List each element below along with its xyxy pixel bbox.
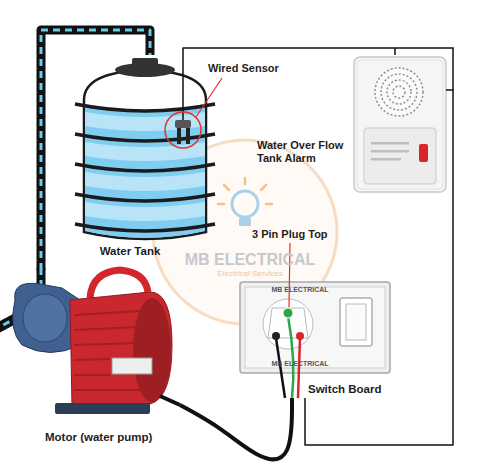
motor-end-cap (133, 298, 171, 402)
switch-plate (240, 282, 390, 373)
brand-print: MB ELECTRICAL (240, 360, 360, 368)
motor-fin (74, 343, 140, 345)
motor-fin (74, 389, 140, 391)
bulb-ray (266, 203, 272, 206)
water-pump-motor: Motor (water pump) (5, 270, 180, 450)
earth-wire (276, 338, 285, 398)
overflow-alarm: Water Over Flow Tank Alarm (255, 55, 446, 195)
bulb-ray (218, 203, 224, 206)
bulb-base (239, 218, 251, 226)
leader-line (196, 78, 222, 117)
bulb-ray (261, 185, 266, 190)
panel-print (371, 142, 409, 145)
tank-rib (75, 194, 215, 201)
plug-pin (283, 308, 293, 318)
water-pump-drawing (0, 268, 180, 414)
motor-fin (74, 374, 110, 376)
plug-pin (296, 332, 304, 340)
motor-fins (74, 311, 140, 390)
sensor-prong (177, 128, 181, 144)
alarm-case-inner (357, 60, 443, 189)
water-band (85, 142, 205, 161)
plug-wire (298, 338, 300, 398)
sensor-wire (183, 48, 395, 55)
motor-base (55, 403, 150, 414)
callout-label: Wired Sensor (208, 62, 298, 75)
node-label: Water Tank (75, 245, 185, 259)
tank-ribs (75, 104, 215, 231)
motor-cable (180, 398, 292, 459)
switch-rocker-inner (346, 304, 366, 340)
bulb-ray (244, 178, 247, 184)
tank-rib (75, 134, 215, 141)
tank-rib (75, 164, 215, 171)
water-band (85, 202, 205, 221)
callout-label: 3 Pin Plug Top (252, 228, 352, 241)
switch-plate-inner (245, 287, 385, 368)
speaker-grille (393, 86, 405, 98)
motor-cable (180, 398, 292, 459)
panel-print (371, 150, 409, 153)
water-band (85, 172, 205, 191)
sensor-wire (182, 55, 184, 121)
water-tank: Water Tank (75, 55, 215, 260)
speaker-grille (387, 80, 411, 104)
node-label: Motor (water pump) (45, 431, 180, 445)
pump-volute (23, 294, 67, 342)
sensor-wire (183, 48, 395, 55)
panel-print (371, 158, 401, 161)
node-label: Switch Board (308, 383, 392, 397)
water-pipe (41, 30, 150, 270)
brand-print: MB ELECTRICAL (240, 286, 360, 294)
alarm-button (419, 144, 428, 162)
watermark-text: Electrical Services (170, 269, 330, 279)
tank-lid-cap (132, 58, 158, 68)
water-pipe (41, 30, 150, 270)
alarm-case (354, 57, 446, 192)
tank-body (84, 70, 206, 239)
water-tank-drawing (75, 58, 215, 239)
sensor-prong (186, 128, 190, 144)
alarm-panel (364, 128, 436, 184)
tank-rib (75, 104, 215, 111)
socket (263, 299, 313, 349)
bulb-ray (224, 185, 229, 190)
node-label: Water Over Flow Tank Alarm (257, 139, 349, 165)
motor-body (70, 292, 172, 406)
bulb-rays (218, 178, 272, 204)
motor-fin (74, 311, 140, 315)
motor-fin (74, 359, 110, 360)
watermark-text: MB ELECTRICAL (170, 250, 330, 269)
speaker-grille (375, 68, 423, 116)
motor-cable (160, 396, 180, 405)
sensor-head (175, 120, 191, 128)
switch-rocker (340, 298, 372, 346)
bulb-icon (232, 191, 258, 217)
motor-nameplate (112, 358, 152, 374)
speaker-grille (381, 74, 417, 110)
alarm-device-drawing (354, 57, 446, 192)
motor-fin (74, 327, 140, 330)
plug-pin (272, 332, 280, 340)
highlight-circle (165, 112, 201, 148)
pipe-water (41, 30, 150, 270)
switch-board: MB ELECTRICAL MB ELECTRICAL Switch Board (240, 280, 392, 398)
plug-wire (288, 316, 293, 398)
tank-rib (75, 224, 215, 231)
